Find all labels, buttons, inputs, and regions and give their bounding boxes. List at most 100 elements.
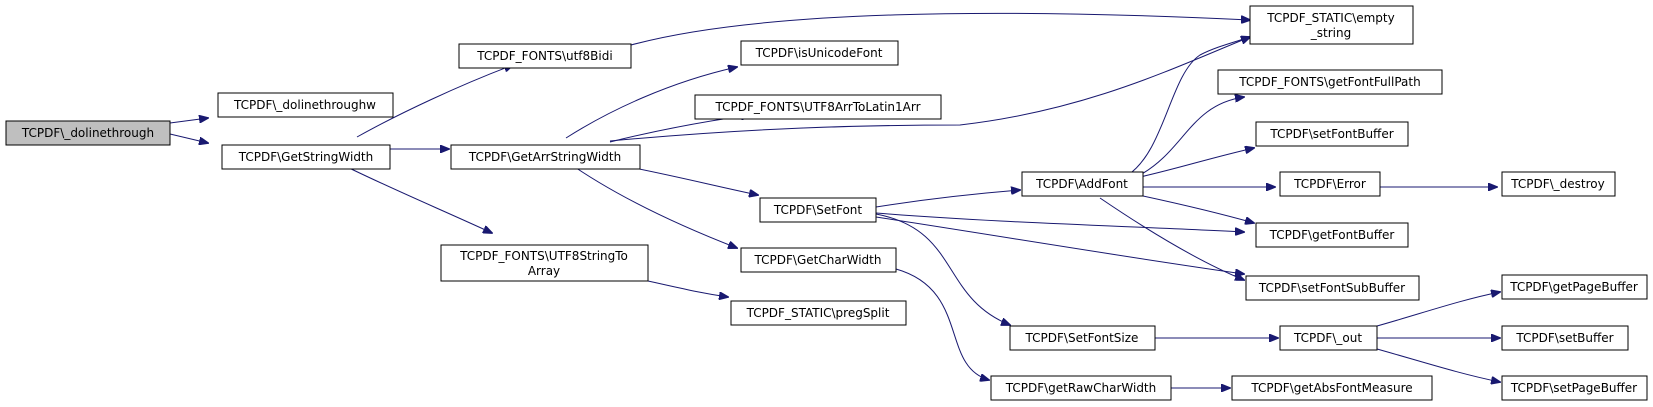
node-box [440,244,649,282]
node-GetArrStringWidth[interactable]: TCPDF\GetArrStringWidth [450,144,641,170]
node-box [1501,171,1616,197]
edge-UTF8StringToArray-pregSplit [647,280,728,297]
node-box [730,300,907,326]
node-getPageBuffer[interactable]: TCPDF\getPageBuffer [1501,274,1648,300]
node-AddFont[interactable]: TCPDF\AddFont [1021,171,1144,197]
node-box [5,120,171,146]
node-box [1501,274,1648,300]
node-setBuffer[interactable]: TCPDF\setBuffer [1501,325,1629,351]
node-box [217,92,394,118]
node-box [450,144,641,170]
edge-GetCharWidth-getRawCharWidth [895,268,989,380]
node-label: TCPDF\setPageBuffer [1510,381,1637,395]
node-getFontBuffer[interactable]: TCPDF\getFontBuffer [1255,222,1409,248]
node-box [221,144,391,170]
edge-utf8Bidi-empty_string [630,12,1250,46]
edge-GetArrStringWidth-empty_string [609,37,1250,142]
node-label: TCPDF\GetArrStringWidth [468,150,621,164]
node-label: TCPDF\_dolinethrough [21,126,154,140]
node-label: TCPDF_FONTS\getFontFullPath [1238,75,1420,89]
node-box [1501,375,1648,401]
edge-SetFont-AddFont [875,190,1020,208]
node-SetFontSize[interactable]: TCPDF\SetFontSize [1009,325,1156,351]
node-label: TCPDF\setFontBuffer [1269,127,1393,141]
edge-SetFont-SetFontSize [875,213,1010,325]
node-label: TCPDF\getPageBuffer [1509,280,1638,294]
node-label: TCPDF\_destroy [1510,177,1605,191]
node-label: TCPDF_STATIC\pregSplit [746,306,890,320]
node-box [1231,375,1433,401]
node-box [740,247,897,273]
node-label: TCPDF\setFontSubBuffer [1258,281,1405,295]
node-box [1255,121,1409,147]
node-GetCharWidth[interactable]: TCPDF\GetCharWidth [740,247,897,273]
edge-AddFont-setFontSubBuffer [1099,197,1244,280]
edge-GetStringWidth-UTF8StringToArray [332,159,492,233]
node-label: TCPDF\getFontBuffer [1269,228,1395,242]
node-label-line2: _string [1310,26,1351,40]
node-box [1255,222,1409,248]
node-box [1021,171,1144,197]
node-label: TCPDF_FONTS\UTF8ArrToLatin1Arr [714,100,920,114]
node-label-line1: TCPDF_FONTS\UTF8StringTo [459,249,628,263]
node-label: TCPDF\SetFontSize [1025,331,1139,345]
node-label: TCPDF\setBuffer [1515,331,1613,345]
edge-AddFont-getFontFullPath [1139,97,1244,176]
edge-AddFont-getFontBuffer [1142,195,1254,223]
edge-GetArrStringWidth-isUnicodeFont [565,67,737,139]
edge-dolinethrough-dolinethroughw [169,118,208,124]
node-box [1009,325,1156,351]
edge-SetFont-getFontBuffer [875,212,1244,232]
node-UTF8StringToArray[interactable]: TCPDF_FONTS\UTF8StringTo Array [440,244,649,282]
node-SetFont[interactable]: TCPDF\SetFont [759,197,877,223]
edge-dolinethrough-GetStringWidth [169,133,208,143]
node-label: TCPDF_FONTS\utf8Bidi [476,49,612,63]
node-box [1217,69,1443,95]
node-label: TCPDF\GetStringWidth [238,150,374,164]
edge-AddFont-setFontBuffer [1139,148,1254,178]
node-setFontSubBuffer[interactable]: TCPDF\setFontSubBuffer [1245,275,1420,301]
node-getAbsFontMeasure[interactable]: TCPDF\getAbsFontMeasure [1231,375,1433,401]
edge-GetArrStringWidth-GetCharWidth [565,160,737,248]
node-label: TCPDF\AddFont [1035,177,1128,191]
node-label: TCPDF\GetCharWidth [754,253,882,267]
node-box [1279,171,1381,197]
node-Error[interactable]: TCPDF\Error [1279,171,1381,197]
node-box [694,94,942,120]
node-label-line2: Array [528,264,560,278]
node-utf8Bidi[interactable]: TCPDF_FONTS\utf8Bidi [458,43,632,69]
node-box [1501,325,1629,351]
node-setPageBuffer[interactable]: TCPDF\setPageBuffer [1501,375,1648,401]
node-UTF8ArrToLatin1Arr[interactable]: TCPDF_FONTS\UTF8ArrToLatin1Arr [694,94,942,120]
node-dolinethrough[interactable]: TCPDF\_dolinethrough [5,120,171,146]
edges-group [169,12,1500,388]
node-label: TCPDF\isUnicodeFont [755,46,883,60]
node-isUnicodeFont[interactable]: TCPDF\isUnicodeFont [740,40,899,66]
node-setFontBuffer[interactable]: TCPDF\setFontBuffer [1255,121,1409,147]
node-box [990,375,1172,401]
node-label: TCPDF\Error [1293,177,1366,191]
node-box [759,197,877,223]
node-box [740,40,899,66]
edge-SetFont-setFontSubBuffer [875,216,1244,274]
node-label: TCPDF\_out [1293,331,1362,345]
node-label: TCPDF\getAbsFontMeasure [1250,381,1412,395]
node-out[interactable]: TCPDF\_out [1279,325,1378,351]
node-box [458,43,632,69]
edge-out-getPageBuffer [1376,292,1500,327]
node-GetStringWidth[interactable]: TCPDF\GetStringWidth [221,144,391,170]
node-getFontFullPath[interactable]: TCPDF_FONTS\getFontFullPath [1217,69,1443,95]
node-box [1249,5,1414,45]
node-label: TCPDF\_dolinethroughw [233,98,376,112]
node-pregSplit[interactable]: TCPDF_STATIC\pregSplit [730,300,907,326]
node-getRawCharWidth[interactable]: TCPDF\getRawCharWidth [990,375,1172,401]
node-dolinethroughw[interactable]: TCPDF\_dolinethroughw [217,92,394,118]
edge-AddFont-empty_string [1127,37,1250,176]
node-empty_string[interactable]: TCPDF_STATIC\empty _string [1249,5,1414,45]
edge-out-setPageBuffer [1376,348,1500,382]
node-label-line1: TCPDF_STATIC\empty [1266,11,1394,25]
node-label: TCPDF\getRawCharWidth [1005,381,1157,395]
node-box [1245,275,1420,301]
node-label: TCPDF\SetFont [773,203,863,217]
node-destroy[interactable]: TCPDF\_destroy [1501,171,1616,197]
